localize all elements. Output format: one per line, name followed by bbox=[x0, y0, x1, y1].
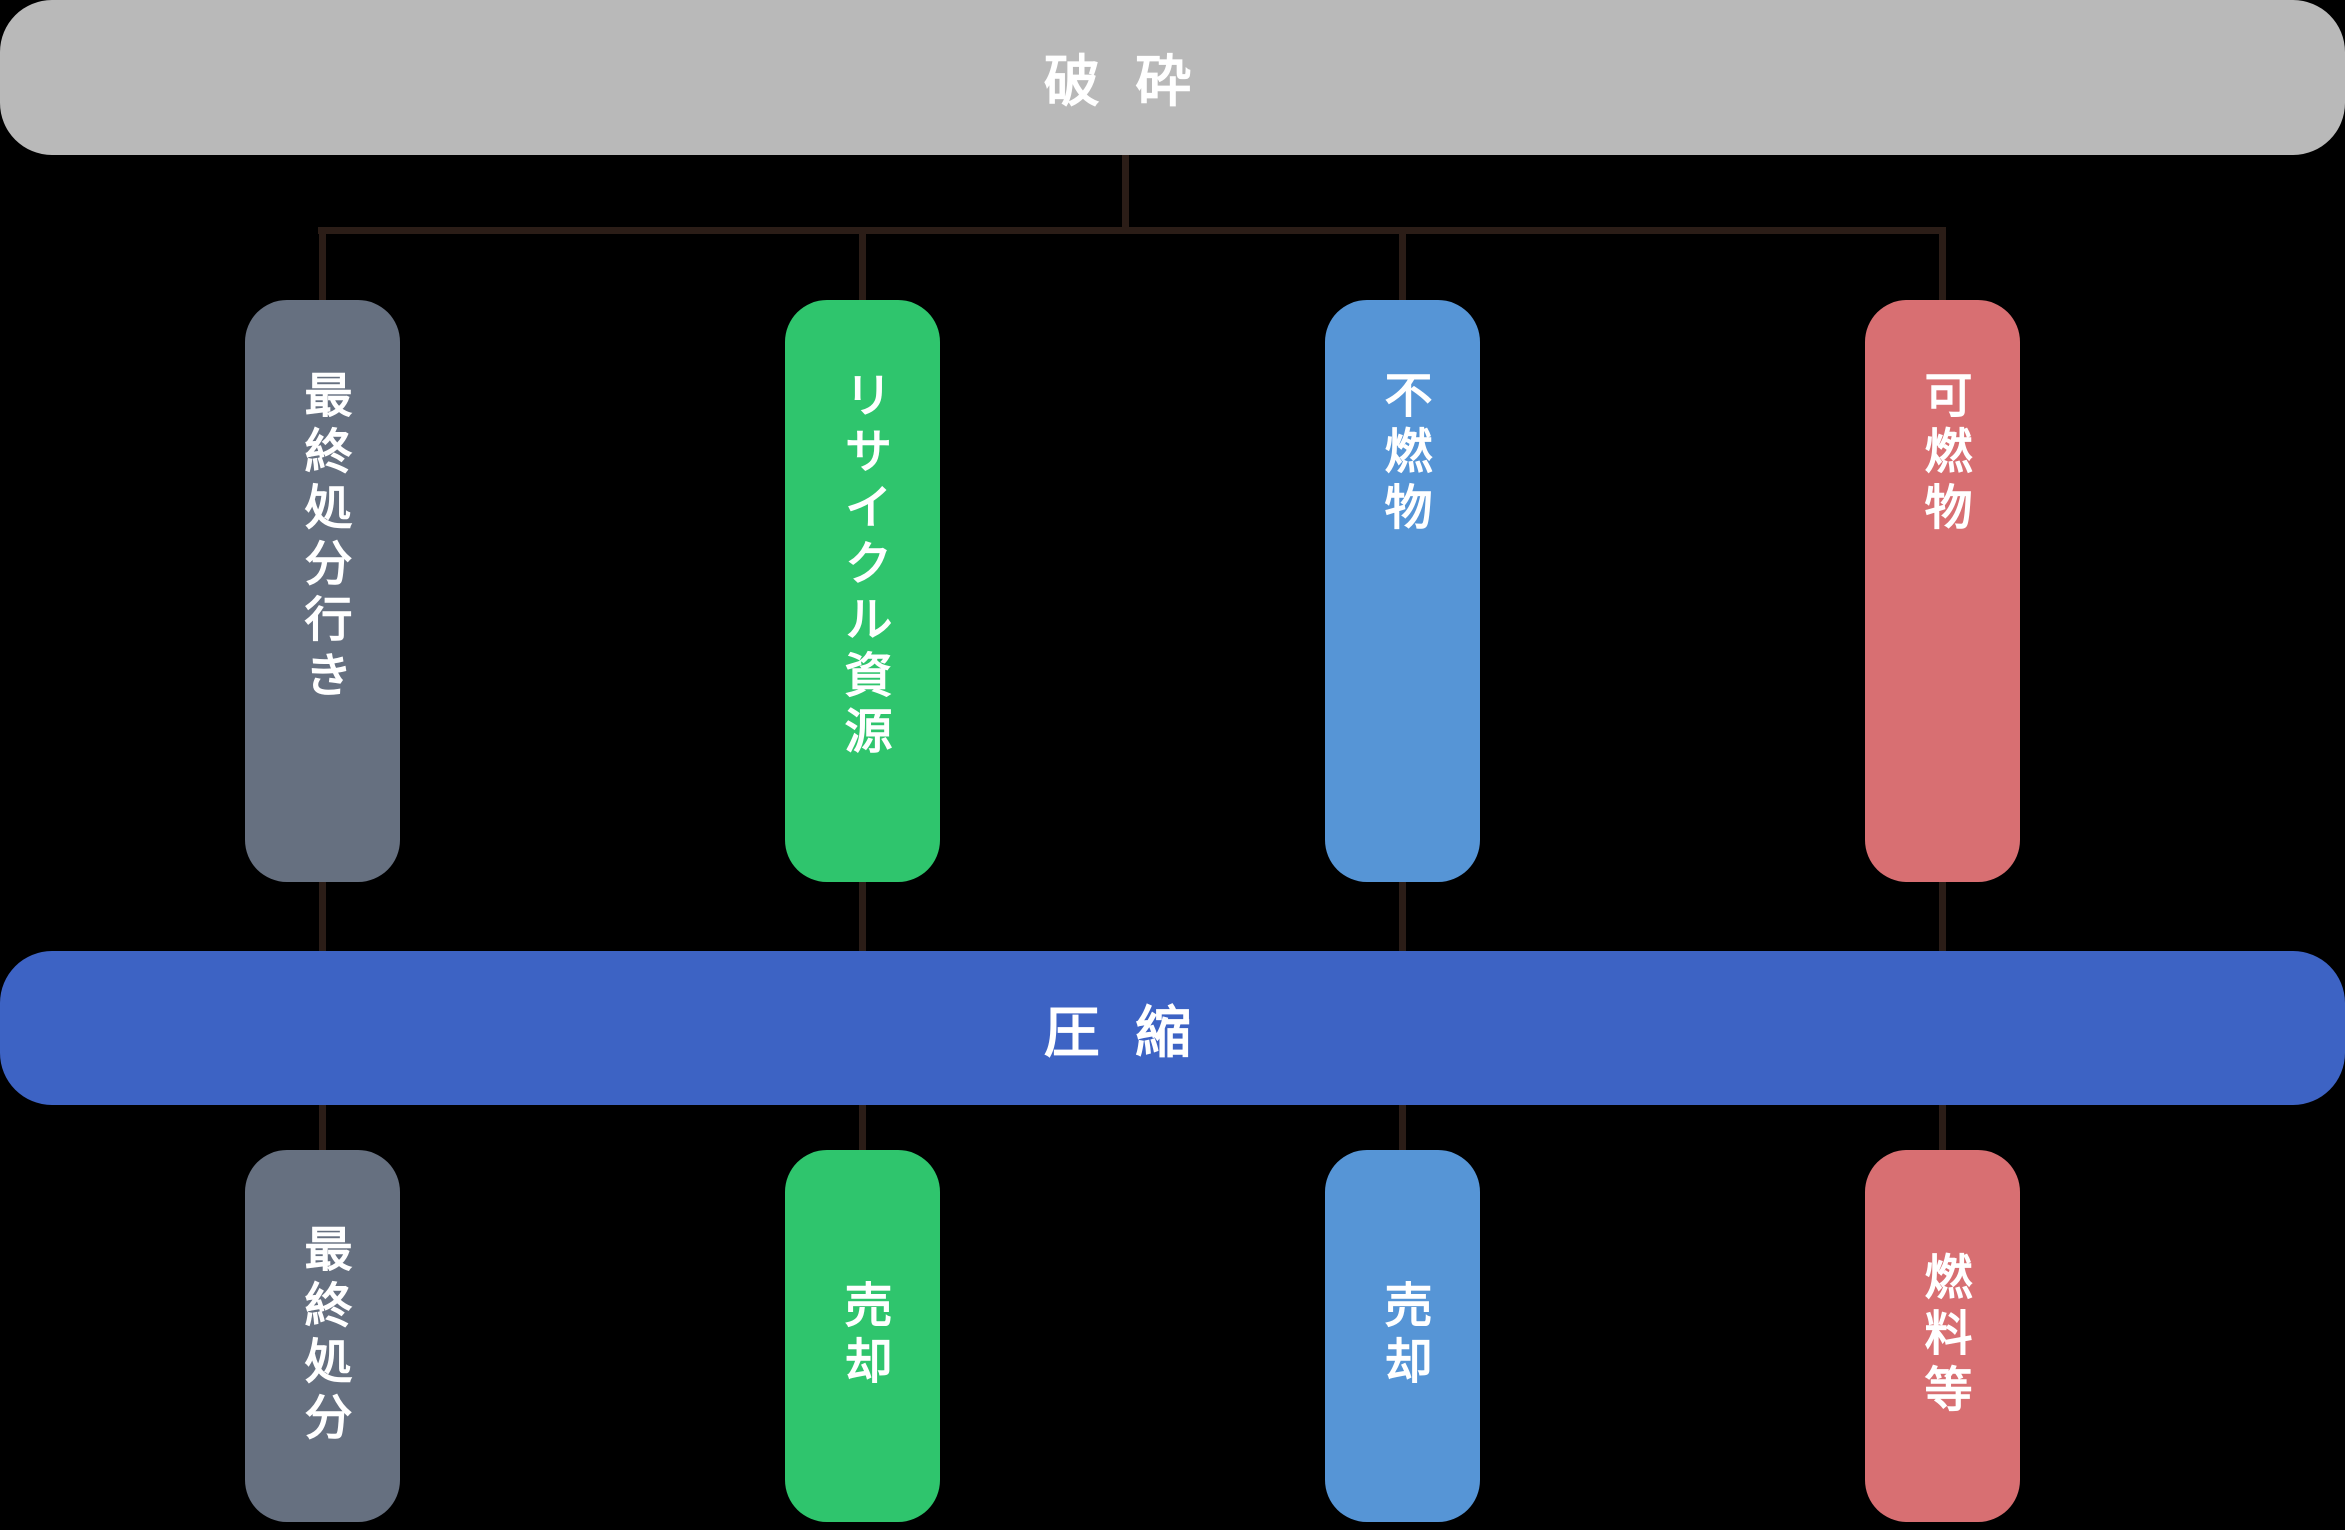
pill-fuel-etc: 燃料等 bbox=[1865, 1150, 2020, 1522]
pill-final-disposal: 最終処分 bbox=[245, 1150, 400, 1522]
compress-bar-label: 圧 縮 bbox=[1043, 1000, 1202, 1064]
connector-mid-2 bbox=[859, 878, 866, 954]
pill-final-disposal-label: 最終処分 bbox=[296, 1224, 350, 1448]
pill-fuel-etc-label: 燃料等 bbox=[1916, 1252, 1970, 1420]
pill-recyclable-resources-label: リサイクル資源 bbox=[836, 370, 890, 762]
crush-bar-label: 破 砕 bbox=[1043, 50, 1202, 113]
connector-drop-2 bbox=[859, 227, 866, 305]
compress-bar: 圧 縮 bbox=[0, 951, 2345, 1105]
pill-final-disposal-route-label: 最終処分行き bbox=[296, 370, 350, 706]
pill-sale-recyclable: 売却 bbox=[785, 1150, 940, 1522]
pill-incombustibles-label: 不燃物 bbox=[1376, 370, 1430, 538]
connector-bottom-1 bbox=[319, 1105, 326, 1151]
connector-mid-1 bbox=[319, 878, 326, 954]
pill-combustibles: 可燃物 bbox=[1865, 300, 2020, 882]
pill-incombustibles: 不燃物 bbox=[1325, 300, 1480, 882]
connector-bottom-4 bbox=[1939, 1105, 1946, 1151]
pill-recyclable-resources: リサイクル資源 bbox=[785, 300, 940, 882]
connector-horizontal bbox=[318, 227, 1946, 234]
connector-bottom-3 bbox=[1399, 1105, 1406, 1151]
crush-bar: 破 砕 bbox=[0, 0, 2345, 155]
connector-drop-3 bbox=[1399, 227, 1406, 305]
connector-drop-4 bbox=[1939, 227, 1946, 305]
pill-sale-incombustible-label: 売却 bbox=[1376, 1280, 1430, 1392]
pill-sale-incombustible: 売却 bbox=[1325, 1150, 1480, 1522]
connector-mid-4 bbox=[1939, 878, 1946, 954]
pill-combustibles-label: 可燃物 bbox=[1916, 370, 1970, 538]
connector-stem bbox=[1122, 155, 1129, 234]
connector-drop-1 bbox=[319, 227, 326, 305]
connector-bottom-2 bbox=[859, 1105, 866, 1151]
connector-mid-3 bbox=[1399, 878, 1406, 954]
pill-final-disposal-route: 最終処分行き bbox=[245, 300, 400, 882]
pill-sale-recyclable-label: 売却 bbox=[836, 1280, 890, 1392]
